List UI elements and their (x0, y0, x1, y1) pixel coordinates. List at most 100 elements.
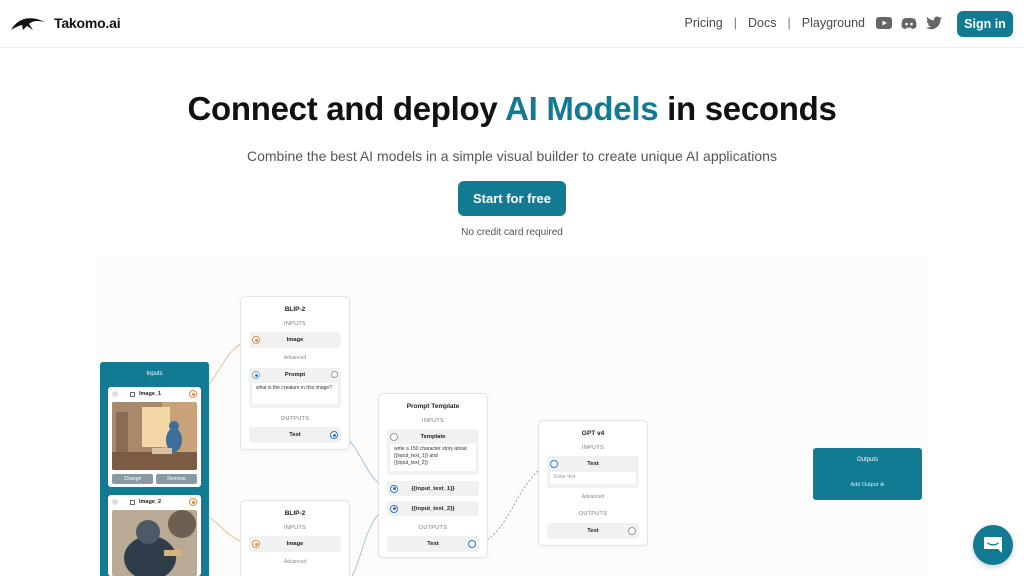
outputs-panel-title: Outputs (856, 457, 878, 463)
pill-label: Prompt (284, 372, 306, 378)
inputs-section-label: INPUTS (284, 321, 306, 327)
prompt-input-pill: Prompt what is the creature in this imag… (249, 368, 341, 408)
node-title: BLIP-2 (284, 306, 306, 313)
text-input-port[interactable] (550, 460, 558, 468)
chat-button[interactable] (973, 525, 1013, 565)
inputs-section-label: INPUTS (284, 525, 306, 531)
pill-label: {{input_text_2}} (411, 505, 455, 512)
inputs-section-label: INPUTS (422, 418, 444, 424)
add-output-label: Add Output (850, 482, 879, 488)
image-card-header: Image_2 (108, 495, 201, 509)
builder-canvas (96, 256, 928, 576)
text-output-pill: Text (249, 427, 341, 443)
hero-title-accent: AI Models (505, 90, 659, 127)
image-thumbnail (112, 510, 197, 576)
advanced-toggle[interactable]: Advanced (581, 494, 605, 500)
info-icon[interactable] (331, 371, 338, 378)
pill-label: Text (289, 432, 301, 438)
text-output-port[interactable] (628, 527, 636, 535)
inputs-section-label: INPUTS (582, 445, 604, 451)
pill-label: Image (286, 541, 304, 547)
add-output-button[interactable]: Add Output ⊕ (813, 482, 922, 488)
prompt-template-node[interactable]: Prompt Template INPUTS Template write a … (378, 393, 488, 558)
template-input-pill: Template write a 150 character story abo… (387, 429, 479, 475)
outputs-section-label: OUTPUTS (578, 511, 608, 517)
pill-label: Template (420, 434, 446, 440)
variable-input-port[interactable] (390, 504, 398, 513)
gpt-v4-node[interactable]: GPT v4 INPUTS Text Enter text Advanced O… (538, 420, 648, 546)
inputs-panel: Inputs Image_1 Change Remove (100, 362, 209, 576)
nav-link-docs[interactable]: Docs (748, 16, 777, 30)
image-input-card[interactable]: Image_1 Change Remove (108, 387, 201, 487)
image-input-pill: Image (249, 332, 341, 348)
brand-name: Takomo.ai (54, 15, 121, 31)
node-title: Prompt Template (406, 403, 460, 410)
sign-in-button[interactable]: Sign in (957, 11, 1013, 37)
outputs-section-label: OUTPUTS (418, 525, 448, 531)
variable-input-pill: {{input_text_2}} (387, 501, 479, 516)
advanced-toggle[interactable]: Advanced (283, 355, 307, 361)
chat-icon (984, 537, 1002, 553)
inputs-panel-title: Inputs (146, 371, 163, 377)
top-nav: Takomo.ai Pricing | Docs | Playground Si… (0, 0, 1024, 48)
image-card-header: Image_1 (108, 387, 201, 401)
image-input-port[interactable] (252, 336, 260, 344)
hero-title: Connect and deploy AI Models in seconds (0, 90, 1024, 128)
outputs-panel: Outputs Add Output ⊕ (813, 448, 922, 500)
pill-label: Text (587, 461, 599, 467)
nav-link-pricing[interactable]: Pricing (684, 16, 723, 30)
template-input-port[interactable] (390, 433, 398, 441)
text-output-pill: Text (547, 523, 639, 539)
variable-input-port[interactable] (390, 484, 398, 493)
pill-label: Text (427, 541, 439, 547)
image-input-pill: Image (249, 536, 341, 552)
prompt-textarea[interactable]: what is the creature in this image? (252, 383, 338, 404)
nav-separator: | (787, 16, 791, 30)
brand-logo[interactable]: Takomo.ai (10, 14, 121, 32)
text-output-port[interactable] (330, 431, 338, 439)
change-image-button[interactable]: Change (112, 474, 153, 484)
image-icon (130, 391, 135, 397)
hero-subtitle: Combine the best AI models in a simple v… (247, 148, 777, 164)
image-card-label: Image_2 (139, 499, 162, 505)
text-output-pill: Text (387, 536, 479, 552)
twitter-icon[interactable] (926, 16, 942, 30)
remove-image-button[interactable]: Remove (156, 474, 197, 484)
start-for-free-button[interactable]: Start for free (458, 181, 566, 216)
image-card-label: Image_1 (139, 391, 162, 397)
image-output-port[interactable] (189, 390, 197, 398)
hero-title-suffix: in seconds (658, 90, 837, 127)
image-thumbnail (112, 402, 197, 470)
close-icon[interactable] (112, 391, 118, 397)
outputs-section-label: OUTPUTS (280, 416, 310, 422)
variable-input-pill: {{input_text_1}} (387, 481, 479, 496)
image-icon (130, 499, 135, 505)
nav-link-playground[interactable]: Playground (801, 16, 865, 30)
close-icon[interactable] (112, 499, 118, 505)
text-output-port[interactable] (468, 540, 476, 548)
hero-title-prefix: Connect and deploy (187, 90, 506, 127)
pill-label: {{input_text_1}} (411, 485, 455, 492)
takomo-logo-icon (11, 18, 45, 30)
blip2-node[interactable]: BLIP-2 INPUTS Image Advanced Prompt what… (240, 296, 350, 450)
image-input-port[interactable] (252, 540, 260, 548)
advanced-toggle[interactable]: Advanced (283, 559, 307, 565)
image-input-card[interactable]: Image_2 (108, 495, 201, 576)
text-input-pill: Text Enter text (547, 456, 639, 488)
blip2-node[interactable]: BLIP-2 INPUTS Image Advanced (240, 500, 350, 576)
prompt-input-port[interactable] (252, 371, 260, 379)
image-output-port[interactable] (189, 498, 197, 506)
social-icons (876, 16, 942, 30)
text-input-field[interactable]: Enter text (550, 472, 636, 484)
no-credit-card-note: No credit card required (461, 227, 563, 238)
pill-label: Text (587, 528, 599, 534)
node-title: GPT v4 (581, 430, 605, 437)
nav-links: Pricing | Docs | Playground (685, 16, 942, 30)
discord-icon[interactable] (901, 16, 917, 30)
nav-separator: | (733, 16, 738, 30)
node-title: BLIP-2 (284, 510, 306, 517)
plus-circle-icon: ⊕ (879, 482, 885, 488)
pill-label: Image (286, 337, 304, 343)
youtube-icon[interactable] (876, 16, 892, 30)
template-textarea[interactable]: write a 150 character story about {{inpu… (390, 444, 476, 471)
